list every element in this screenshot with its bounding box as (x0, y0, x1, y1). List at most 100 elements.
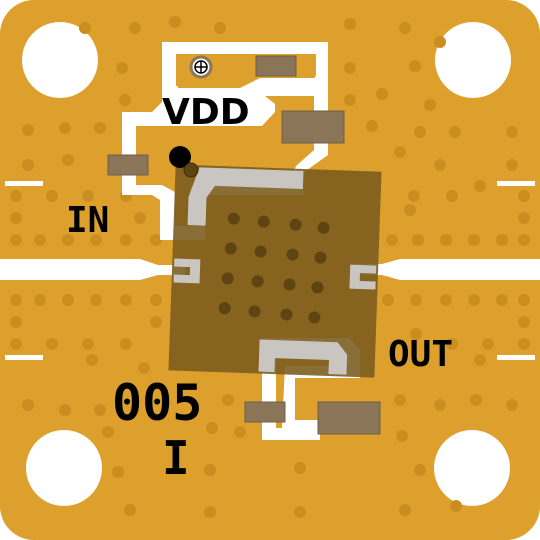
ground-via (120, 234, 132, 246)
ground-via (399, 22, 411, 34)
ground-via (434, 399, 446, 411)
ground-via (440, 294, 452, 306)
pad-in-decoupling (107, 154, 149, 176)
ground-via (34, 294, 46, 306)
pad-vdd-cap-right (281, 110, 345, 144)
ground-via (10, 212, 22, 224)
chip-ground-via (221, 272, 234, 285)
ground-via (150, 234, 162, 246)
chip-ground-via (218, 302, 231, 315)
ground-via (344, 94, 356, 106)
ground-via (120, 338, 132, 350)
ground-via (22, 159, 34, 171)
chip-ground-via (283, 278, 296, 291)
chip-ground-via (257, 215, 270, 228)
ground-via (446, 338, 458, 350)
mmic-chip (168, 164, 382, 378)
ground-via (440, 234, 452, 246)
ground-via (46, 338, 58, 350)
ground-via (410, 294, 422, 306)
ground-via (22, 399, 34, 411)
ground-via (366, 120, 378, 132)
ground-via (408, 190, 420, 202)
ground-via (34, 234, 46, 246)
pad-out-left (244, 401, 286, 423)
ground-via (124, 504, 136, 516)
chip-out-bias-trace (258, 339, 348, 375)
pin1-marker-dot (169, 146, 191, 168)
ground-via (119, 94, 131, 106)
gnd-slot-left-top (5, 181, 43, 186)
ground-via (518, 316, 530, 328)
ground-via (386, 234, 398, 246)
ground-via (344, 62, 356, 74)
ground-via (518, 338, 530, 350)
ground-via (46, 190, 58, 202)
gnd-slot-left-bottom (5, 355, 43, 360)
ground-via (222, 394, 234, 406)
ground-via (518, 190, 530, 202)
ground-via (414, 464, 426, 476)
ground-via (482, 338, 494, 350)
ground-via (410, 328, 422, 340)
label-part-number: 005 (112, 374, 202, 432)
ground-via (394, 146, 406, 158)
ground-via (82, 190, 94, 202)
label-revision: I (162, 431, 190, 485)
ground-via (376, 88, 388, 100)
rf-input-trace (0, 259, 185, 280)
ground-via (496, 294, 508, 306)
pin1-chip-dot (183, 162, 199, 178)
ground-via (506, 399, 518, 411)
mounting-hole-top-left (22, 22, 98, 98)
chip-ground-via (311, 281, 324, 294)
ground-via (434, 159, 446, 171)
chip-ground-via (251, 275, 264, 288)
chip-ground-via (248, 305, 261, 318)
ground-via (446, 190, 458, 202)
ground-via (90, 294, 102, 306)
ground-via (62, 294, 74, 306)
chip-ground-via (314, 251, 327, 264)
ground-via (10, 234, 22, 246)
ground-via (82, 338, 94, 350)
ground-via (138, 362, 150, 374)
ground-via (468, 234, 480, 246)
ground-via (496, 234, 508, 246)
mounting-hole-bottom-left (26, 430, 102, 506)
ground-via (382, 294, 394, 306)
chip-ground-via (317, 221, 330, 234)
ground-via (129, 22, 141, 34)
mounting-holes (22, 22, 511, 506)
ground-via (62, 234, 74, 246)
ground-via (10, 338, 22, 350)
ground-via (204, 464, 216, 476)
ground-via (79, 22, 91, 34)
ground-via (449, 126, 461, 138)
chip-body (168, 164, 382, 378)
ground-via (294, 506, 306, 518)
ground-via (112, 466, 124, 478)
ground-via (412, 234, 424, 246)
smd-pads (107, 55, 381, 435)
label-out: OUT (388, 334, 453, 375)
ground-via (169, 16, 181, 28)
ground-via (22, 124, 34, 136)
ground-via (474, 354, 486, 366)
ground-via (518, 212, 530, 224)
ground-via (474, 180, 486, 192)
ground-via (409, 60, 421, 72)
ground-via (59, 404, 71, 416)
ground-via (518, 234, 530, 246)
ground-via (10, 316, 22, 328)
mounting-hole-bottom-right (434, 430, 510, 506)
chip-ground-via (308, 311, 321, 324)
chip-vdd-trace (187, 167, 304, 226)
ground-via (424, 99, 436, 111)
label-vdd: VDD (162, 92, 250, 133)
ground-via (518, 294, 530, 306)
ground-via (294, 462, 306, 474)
ground-via (414, 126, 426, 138)
chip-ground-via (224, 242, 237, 255)
